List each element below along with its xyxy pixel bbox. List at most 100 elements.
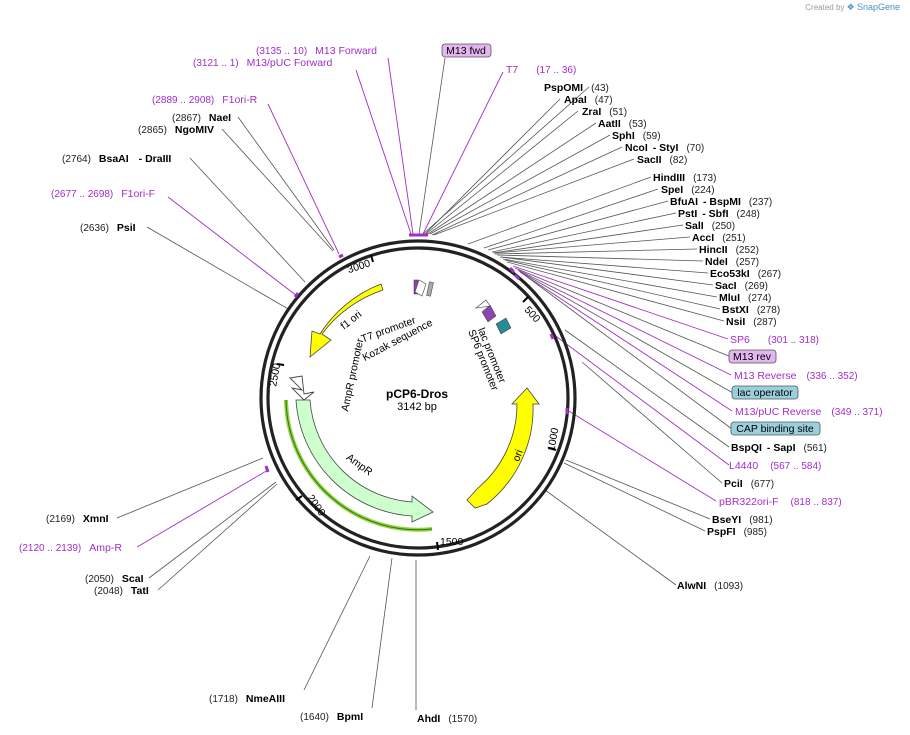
svg-text:(3135 .. 10)M13 Forward: (3135 .. 10)M13 Forward [256,45,377,57]
primer-m13-reverse[interactable]: M13 Reverse(336 .. 352) [734,370,858,382]
svg-text:SalI(250): SalI(250) [685,220,735,232]
primer-pbr322ori-f[interactable]: pBR322ori-F(818 .. 837) [719,496,842,508]
enzyme-bspqi-sapi[interactable]: BspQI- SapI(561) [731,442,827,454]
enzyme-pos: (252) [736,245,759,256]
enzyme-pos: (47) [595,95,613,106]
enzyme-nsii[interactable]: NsiI(287) [726,316,777,328]
enzyme-psti-sbfi[interactable]: PstI- SbfI(248) [678,208,760,220]
enzyme-ndei[interactable]: NdeI(257) [705,256,759,268]
enzyme-pcii[interactable]: PciI(677) [724,478,774,490]
enzyme-name: NdeI [705,256,728,268]
enzyme-aatii[interactable]: AatII(53) [598,118,647,130]
primer-m13-puc-reverse[interactable]: M13/pUC Reverse(349 .. 371) [735,406,883,418]
enzyme-pos: (561) [804,443,827,454]
enzyme-bfuai-bspmi[interactable]: BfuAI- BspMI(237) [670,196,772,208]
enzyme-nmeaiii[interactable]: (1718)NmeAIII [209,693,285,705]
primer-m13-puc-forward[interactable]: (3121 .. 1)M13/pUC Forward [193,57,333,69]
enzyme-pos: (1640) [300,712,329,723]
enzyme-name: ApaI [564,94,587,106]
enzyme-bstxi[interactable]: BstXI(278) [722,304,780,316]
enzyme-name: PspFI [707,526,736,538]
enzyme-saci[interactable]: SacI(269) [715,280,768,292]
enzyme-sacii[interactable]: SacII(82) [637,154,687,166]
enzyme-pos: (173) [693,173,716,184]
enzyme-naei[interactable]: (2867)NaeI [172,112,231,124]
enzyme-bsaai-draiii[interactable]: (2764)BsaAI- DraIII [62,153,171,165]
enzyme-pos: (53) [629,119,647,130]
enzyme-name-2: - DraIII [139,153,172,165]
enzyme-ahdi[interactable]: AhdI(1570) [417,713,477,725]
enzyme-pos: (2050) [85,574,114,585]
backbone-inner-strand [266,246,570,550]
enzyme-pos: (267) [758,269,781,280]
enzyme-alwni[interactable]: AlwNI(1093) [677,580,743,592]
svg-text:AccI(251): AccI(251) [692,232,746,244]
box-m13-rev-label: M13 rev [733,351,772,363]
enzyme-sphi[interactable]: SphI(59) [612,130,661,142]
enzyme-ncoi-styi[interactable]: NcoI- StyI(70) [625,142,704,154]
enzyme-sali[interactable]: SalI(250) [685,220,735,232]
enzyme-name: XmnI [83,513,109,525]
primer-m13-forward[interactable]: (3135 .. 10)M13 Forward [256,45,377,57]
svg-text:PstI- SbfI(248): PstI- SbfI(248) [678,208,760,220]
enzyme-ngomiv[interactable]: (2865)NgoMIV [138,124,214,136]
box-m13-rev[interactable]: M13 rev [728,349,777,364]
svg-text:SphI(59): SphI(59) [612,130,661,142]
primer-t7[interactable]: T7(17 .. 36) [506,64,576,76]
primer-f1ori-r[interactable]: (2889 .. 2908)F1ori-R [152,94,258,106]
enzyme-acci[interactable]: AccI(251) [692,232,746,244]
svg-text:ApaI(47): ApaI (47) [564,94,613,106]
primer-pos: (3121 .. 1) [193,58,239,69]
primer-l4440[interactable]: L4440 (567 .. 584) [729,460,821,472]
enzyme-labels-right: PspOMI(43) ApaI (47) ZraI(51) AatII(53) S… [544,82,827,592]
primer-name: L4440 [729,460,758,472]
enzyme-pos: (985) [744,527,767,538]
enzyme-zrai[interactable]: ZraI(51) [582,106,627,118]
svg-text:(2764)BsaAI- DraIII: (2764)BsaAI- DraIII [62,153,171,165]
enzyme-mlui[interactable]: MluI(274) [719,292,771,304]
tick-label-500: 500 [522,304,543,325]
primer-sp6[interactable]: SP6(301 .. 318) [730,334,819,346]
enzyme-psii[interactable]: (2636)PsiI [80,222,136,234]
snapgene-logo-icon: ❖ [846,2,855,12]
primer-labels: (3135 .. 10)M13 Forward (3121 .. 1)M13/p… [19,45,883,554]
enzyme-pos: (2636) [80,223,109,234]
f1-ori-feature[interactable] [309,283,384,358]
enzyme-name: NsiI [726,316,745,328]
enzyme-pos: (251) [722,233,745,244]
enzyme-bseyi[interactable]: BseYI(981) [712,514,773,526]
enzyme-name: NcoI [625,142,648,154]
enzyme-pspfi[interactable]: PspFI (985) [707,526,767,538]
enzyme-xmni[interactable]: (2169)XmnI [46,513,109,525]
enzyme-pos: (2764) [62,154,91,165]
box-cap-binding-site[interactable]: CAP binding site [730,421,821,436]
primer-name: F1ori-F [121,188,155,200]
primer-amp-r[interactable]: (2120 .. 2139)Amp-R [19,542,122,554]
enzyme-spei[interactable]: SpeI(224) [661,184,715,196]
ampr-feature[interactable] [295,399,434,523]
primer-name: T7 [506,64,518,76]
enzyme-pos: (2867) [172,113,201,124]
enzyme-pos: (51) [609,107,627,118]
primer-pos: (567 .. 584) [770,461,821,472]
ori-feature[interactable] [466,387,540,509]
kozak-mark [426,281,434,297]
enzyme-apai[interactable]: ApaI (47) [564,94,613,106]
enzyme-scai[interactable]: (2050)ScaI [85,573,144,585]
enzyme-hincii[interactable]: HincII(252) [699,244,759,256]
box-m13-fwd[interactable]: M13 fwd [441,43,492,58]
enzyme-pspomi[interactable]: PspOMI(43) [544,82,609,94]
enzyme-name: PciI [724,478,743,490]
primer-f1ori-f[interactable]: (2677 .. 2698)F1ori-F [51,188,155,200]
primer-pos: (336 .. 352) [806,371,857,382]
tick-label-1000: 1000 [546,427,562,452]
enzyme-name-2: - SapI [767,442,796,454]
enzyme-eco53ki[interactable]: Eco53kI(267) [710,268,781,280]
box-lac-operator[interactable]: lac operator [731,385,799,400]
enzyme-hindiii[interactable]: HindIII(173) [653,172,716,184]
svg-text:(1640)BpmI: (1640) BpmI [300,711,363,723]
enzyme-bpmi[interactable]: (1640) BpmI [300,711,363,723]
tick-label-1500: 1500 [440,536,464,548]
enzyme-tati[interactable]: (2048)TatI [94,585,149,597]
enzyme-name: BpmI [337,711,363,723]
